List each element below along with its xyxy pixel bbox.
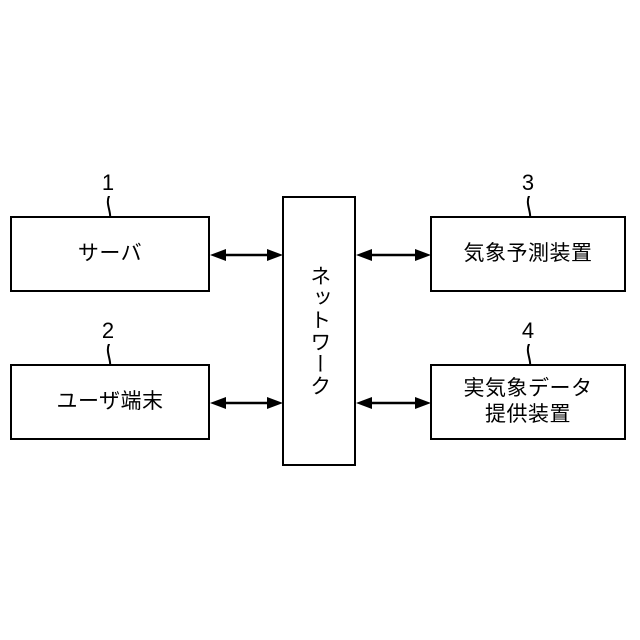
reference-numeral-4-text: 4 <box>521 318 535 343</box>
node-network-label: ネットワーク <box>307 265 331 397</box>
connector-network-forecast-icon <box>356 249 431 261</box>
node-server: サーバ <box>10 216 210 292</box>
node-server-label: サーバ <box>77 241 143 265</box>
reference-numeral-2-text: 2 <box>101 318 115 343</box>
node-weather-forecast-device: 気象予測装置 <box>430 216 626 292</box>
node-user-terminal-label: ユーザ端末 <box>56 389 164 413</box>
node-user-terminal: ユーザ端末 <box>10 364 210 440</box>
reference-numeral-3-text: 3 <box>521 170 535 195</box>
reference-numeral-1-text: 1 <box>101 170 115 195</box>
node-weather-forecast-device-label: 気象予測装置 <box>463 241 593 265</box>
node-network: ネットワーク <box>282 196 356 466</box>
node-actual-weather-data-provider-label: 実気象データ 提供装置 <box>463 376 593 426</box>
connector-network-provider-icon <box>356 397 431 409</box>
connector-server-network-icon <box>210 249 283 261</box>
connector-terminal-network-icon <box>210 397 283 409</box>
node-actual-weather-data-provider: 実気象データ 提供装置 <box>430 364 626 440</box>
